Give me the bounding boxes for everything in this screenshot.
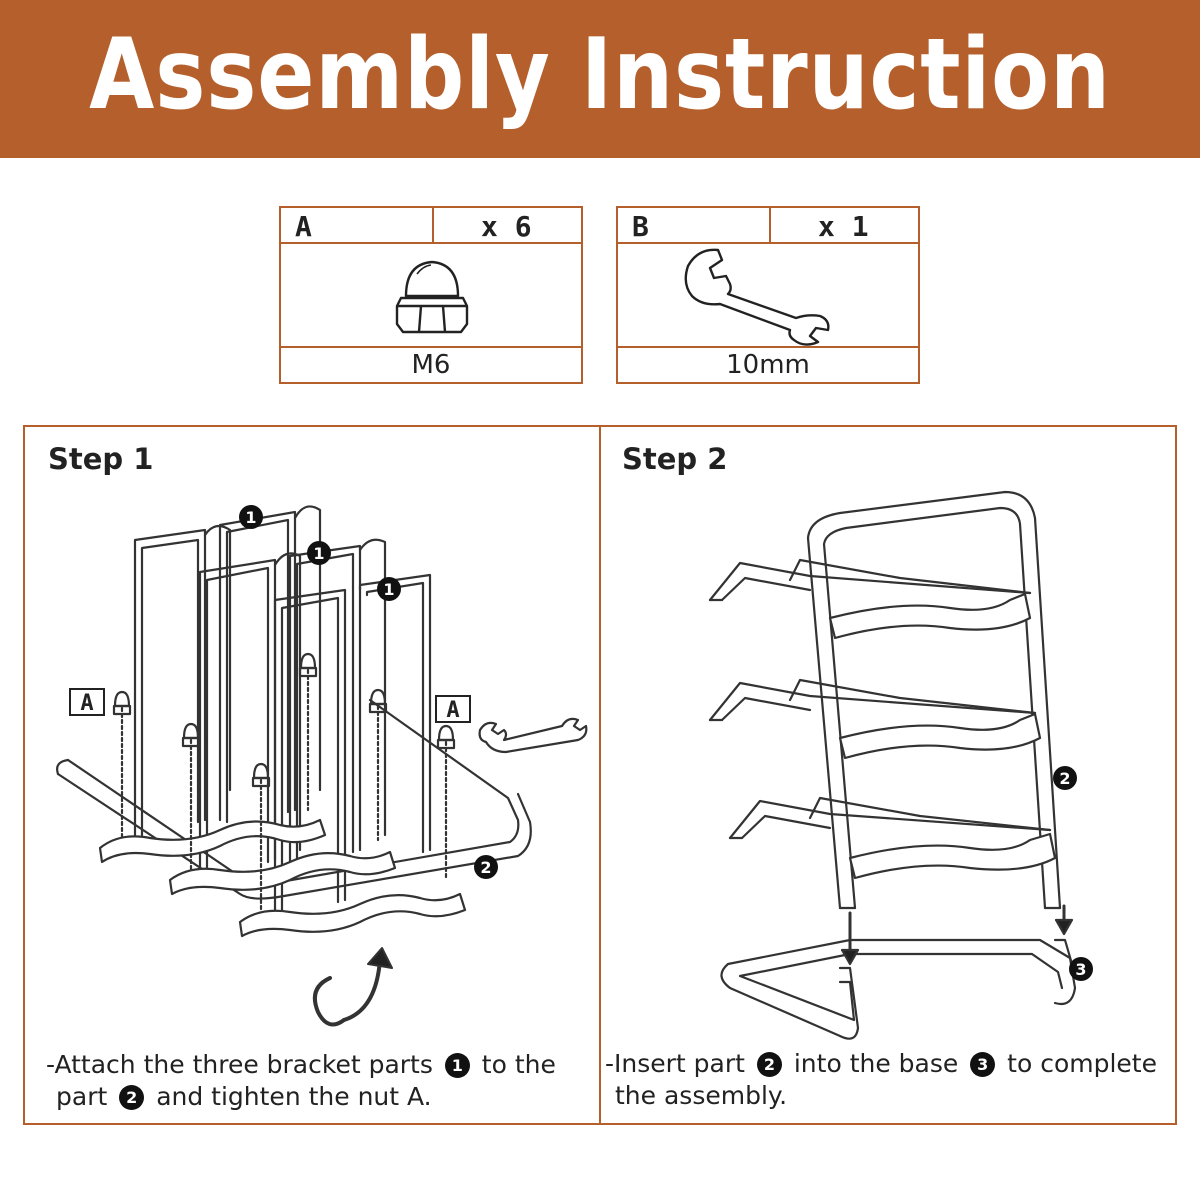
caption-line: the assembly.	[615, 1081, 788, 1110]
part-size: 10mm	[618, 346, 918, 382]
part-a-label: A	[80, 691, 93, 716]
marker-3: 3	[970, 1052, 996, 1077]
step-2-drawing: 2 3	[708, 490, 1093, 1040]
part-header: B x 1	[618, 208, 918, 244]
caption-text: to complete	[1007, 1049, 1157, 1078]
part-a-label: A	[446, 698, 459, 723]
caption-line: -Attach the three bracket parts 1 to the	[46, 1049, 586, 1081]
step-2-title: Step 2	[622, 442, 728, 476]
caption-text: -Insert part	[605, 1049, 745, 1078]
marker-1: 1	[444, 1053, 470, 1078]
part-quantity: x 1	[818, 210, 869, 243]
step-1-drawing: A A 1 1 1 2	[56, 505, 588, 1027]
caption-text: part	[56, 1082, 108, 1111]
part-a-callout: A A	[69, 688, 471, 723]
marker-1: 1	[245, 508, 256, 527]
part-letter: A	[295, 210, 312, 243]
page-title: Assembly Instruction	[89, 18, 1111, 132]
divider	[432, 208, 434, 242]
marker-2: 2	[480, 858, 491, 877]
part-card-a: A x 6 M6	[279, 206, 583, 384]
marker-1: 1	[313, 544, 324, 563]
caption-line: part 2 and tighten the nut A.	[46, 1081, 586, 1113]
marker-3: 3	[1075, 960, 1086, 979]
part-quantity: x 6	[481, 210, 532, 243]
marker-1: 1	[383, 580, 394, 599]
part-letter: B	[632, 210, 649, 243]
caption-text: -Attach the three bracket parts	[46, 1050, 433, 1079]
caption-text: to the	[481, 1050, 556, 1079]
marker-2: 2	[119, 1085, 145, 1110]
part-card-b: B x 1 10mm	[616, 206, 920, 384]
part-header: A x 6	[281, 208, 581, 244]
divider	[769, 208, 771, 242]
caption-line: -Insert part 2 into the base 3 to comple…	[605, 1048, 1170, 1080]
wrench-icon	[684, 248, 830, 346]
marker-2: 2	[1059, 769, 1070, 788]
step-2-caption: -Insert part 2 into the base 3 to comple…	[605, 1048, 1170, 1112]
marker-2: 2	[756, 1052, 782, 1077]
cap-nut-icon	[395, 260, 469, 334]
caption-text: and tighten the nut A.	[156, 1082, 432, 1111]
divider	[599, 425, 601, 1125]
caption-text: into the base	[793, 1049, 959, 1078]
part-size: M6	[281, 346, 581, 382]
step-1-title: Step 1	[48, 442, 154, 476]
step-1-caption: -Attach the three bracket parts 1 to the…	[46, 1049, 586, 1113]
header-banner: Assembly Instruction	[0, 0, 1200, 158]
